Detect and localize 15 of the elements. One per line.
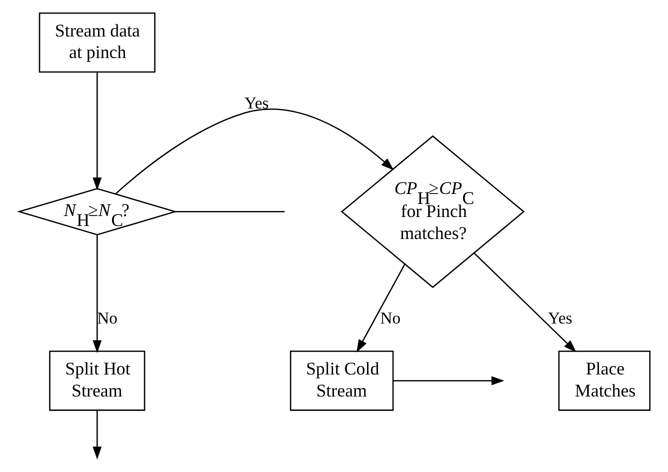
arrow [92,235,102,354]
node-box: Split Cold Stream [289,350,394,411]
node-box: Place Matches [558,350,650,411]
arrow [92,410,102,460]
arrow [114,108,394,194]
arrow [393,376,504,386]
edge-label: Yes [548,308,572,328]
arrow [356,264,405,353]
connector [174,211,284,212]
edge-label: No [380,308,400,328]
arrow [92,72,102,190]
node-box: Split Hot Stream [48,350,145,411]
node-box: Stream data at pinch [38,12,155,73]
arrow [473,252,576,352]
edge-label: Yes [244,93,268,112]
